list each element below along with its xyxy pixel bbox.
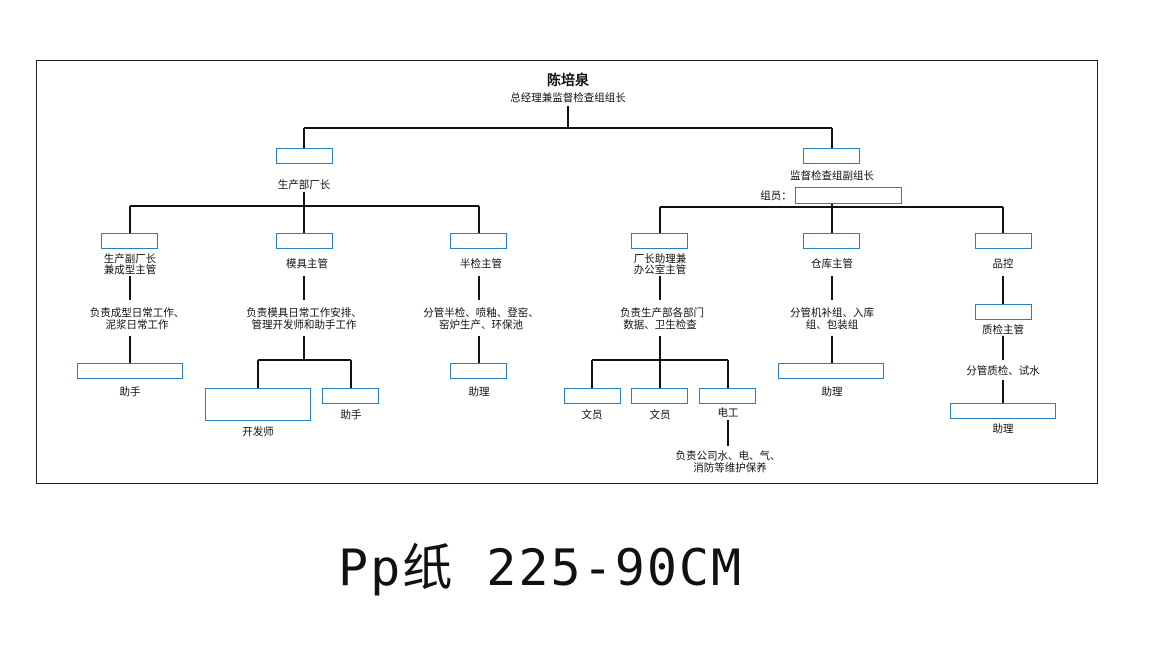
level2-3-duty-line2: 数据、卫生检查 <box>623 319 697 331</box>
level2-2-sub-0-box[interactable] <box>450 363 507 379</box>
level2-0-duty-line1: 负责成型日常工作、 <box>89 307 185 319</box>
level2-5-sub-0-label: 助理 <box>992 423 1014 435</box>
print-spec-caption: Pp纸 225-90CM <box>338 539 744 597</box>
level2-0-title-line1: 生产副厂长 <box>103 253 157 265</box>
level2-1-sub-1-box[interactable] <box>322 388 379 404</box>
level2-5-duty-line1: 分管质检、试水 <box>966 365 1040 377</box>
members-label: 组员： <box>760 190 792 202</box>
level2-5-sub-0-box[interactable] <box>950 403 1056 419</box>
electrician-duty-line1: 负责公司水、电、气、 <box>675 450 781 462</box>
right-head-title: 监督检查组副组长 <box>790 170 874 182</box>
level2-3-title-line1: 厂长助理兼 <box>633 253 687 265</box>
level2-2-name-box[interactable] <box>450 233 507 249</box>
level2-1-sub-0-label: 开发师 <box>242 426 274 438</box>
root-title: 总经理兼监督检查组组长 <box>510 92 626 104</box>
level2-4-sub-0-box[interactable] <box>778 363 884 379</box>
level2-3-sub-1-label: 文员 <box>649 409 671 421</box>
level2-3-sub-2-label: 电工 <box>717 407 739 419</box>
level2-4-duty-line1: 分管机补组、入库 <box>790 307 874 319</box>
level2-0-sub-0-label: 助手 <box>119 386 141 398</box>
level2-4-duty-line2: 组、包装组 <box>805 319 859 331</box>
level2-3-sub-2-box[interactable] <box>699 388 756 404</box>
level2-1-sub-0-box[interactable] <box>205 388 311 421</box>
level2-4-sub-0-label: 助理 <box>821 386 843 398</box>
level2-3-sub-1-box[interactable] <box>631 388 688 404</box>
level2-0-name-box[interactable] <box>101 233 158 249</box>
level2-1-sub-1-label: 助手 <box>340 409 362 421</box>
level2-3-title-line2: 办公室主管 <box>633 264 687 276</box>
level2-1-duty-line2: 管理开发师和助手工作 <box>251 319 357 331</box>
level2-1-title-line1: 模具主管 <box>286 258 328 270</box>
level2-3-duty-line1: 负责生产部各部门 <box>620 307 704 319</box>
chart-frame <box>36 60 1098 484</box>
right-head-name-box[interactable] <box>803 148 860 164</box>
level2-4-name-box[interactable] <box>803 233 860 249</box>
level2-1-name-box[interactable] <box>276 233 333 249</box>
level2-2-sub-0-label: 助理 <box>468 386 490 398</box>
level2-5-title-line1: 品控 <box>992 258 1014 270</box>
electrician-duty-line2: 消防等维护保养 <box>693 462 767 474</box>
level2-0-sub-0-box[interactable] <box>77 363 183 379</box>
level2-5-name-box[interactable] <box>975 233 1032 249</box>
level2-3-sub-0-box[interactable] <box>564 388 621 404</box>
members-box[interactable] <box>795 187 902 204</box>
left-head-title: 生产部厂长 <box>277 179 331 191</box>
level2-1-duty-line1: 负责模具日常工作安排、 <box>246 307 362 319</box>
level2-4-title-line1: 仓库主管 <box>811 258 853 270</box>
level2-0-title-line2: 兼成型主管 <box>103 264 157 276</box>
left-head-name-box[interactable] <box>276 148 333 164</box>
level2-5-subhead-box[interactable] <box>975 304 1032 320</box>
level2-5-subhead-label: 质检主管 <box>982 324 1024 336</box>
level2-3-name-box[interactable] <box>631 233 688 249</box>
level2-2-title-line1: 半检主管 <box>460 258 502 270</box>
level2-2-duty-line1: 分管半检、喷釉、登窑、 <box>423 307 539 319</box>
root-name: 陈培泉 <box>547 73 589 89</box>
level2-3-sub-0-label: 文员 <box>581 409 603 421</box>
level2-0-duty-line2: 泥浆日常工作 <box>105 319 169 331</box>
level2-2-duty-line2: 窑炉生产、环保池 <box>439 319 523 331</box>
